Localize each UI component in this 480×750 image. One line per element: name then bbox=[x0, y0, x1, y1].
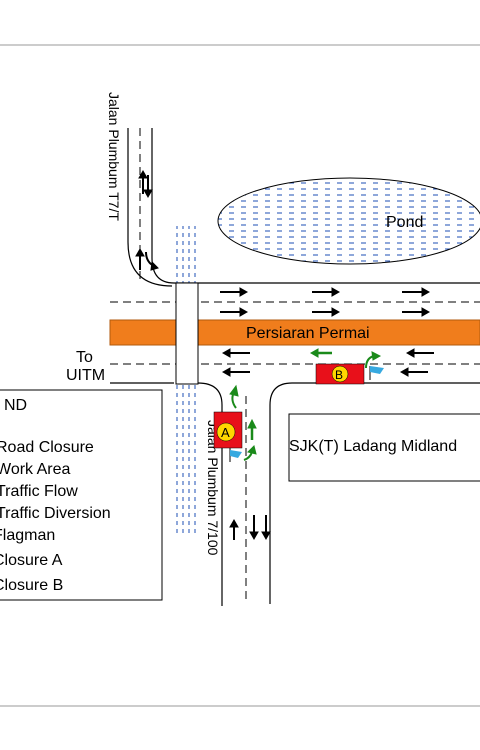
traffic-flow-arrows bbox=[135, 169, 434, 541]
main-road-label: Persiaran Permai bbox=[246, 325, 370, 342]
legend-item: Flagman bbox=[0, 527, 55, 544]
traffic-flow-arrow bbox=[249, 515, 259, 541]
pond-label: Pond bbox=[386, 214, 423, 231]
traffic-flow-arrow bbox=[261, 515, 271, 541]
closure-a-marker bbox=[216, 422, 236, 442]
persiaran-permai-band bbox=[109, 319, 480, 346]
traffic-flow-arrow bbox=[399, 367, 428, 377]
uitm-label: UITM bbox=[66, 367, 105, 384]
traffic-flow-arrow bbox=[402, 287, 431, 297]
main-road: Persiaran Permai bbox=[109, 282, 480, 385]
legend-item: Road Closure bbox=[0, 439, 94, 456]
traffic-flow-arrow bbox=[402, 307, 431, 317]
traffic-diversion-arrow bbox=[229, 384, 239, 409]
legend-box bbox=[0, 389, 163, 601]
legend-item: Traffic Flow bbox=[0, 483, 78, 500]
traffic-flow-arrow bbox=[405, 348, 434, 358]
legend-item: Work Area bbox=[0, 461, 71, 478]
traffic-flow-arrow bbox=[138, 169, 148, 194]
traffic-diversion-arrow bbox=[243, 445, 257, 461]
traffic-diversion-arrow bbox=[309, 348, 332, 358]
closure-b-marker bbox=[331, 365, 349, 383]
traffic-flow-arrow bbox=[312, 287, 341, 297]
traffic-diversion-arrow bbox=[247, 418, 257, 440]
traffic-flow-arrow bbox=[143, 175, 153, 199]
drain-bridge bbox=[175, 282, 199, 385]
south-branch-label: Jalan Plumbum 7/100 bbox=[205, 420, 221, 556]
to-uitm-label: To UITM bbox=[66, 349, 105, 384]
traffic-flow-arrow bbox=[220, 307, 249, 317]
closure-b-label: B bbox=[335, 368, 343, 382]
traffic-flow-arrow bbox=[220, 287, 249, 297]
legend-item: Traffic Diversion bbox=[0, 505, 111, 522]
traffic-flow-arrow bbox=[312, 307, 341, 317]
school: SJK(T) Ladang Midland bbox=[288, 413, 480, 482]
closure-a: A bbox=[213, 411, 243, 462]
legend-item: Closure B bbox=[0, 577, 63, 594]
south-branch-road: Jalan Plumbum 7/100 bbox=[197, 382, 480, 606]
pond: Pond bbox=[217, 177, 480, 265]
traffic-flow-arrow bbox=[229, 518, 239, 540]
traffic-flow-arrow bbox=[145, 251, 159, 271]
traffic-flow-arrow bbox=[221, 367, 250, 377]
legend: ND Road Closure Work Area Traffic Flow T… bbox=[0, 389, 163, 601]
closure-a-label: A bbox=[221, 425, 230, 440]
legend-title: ND bbox=[4, 397, 27, 414]
traffic-diversion-arrow bbox=[365, 351, 382, 369]
north-branch-label: Jalan Plumbum T7/T bbox=[106, 92, 122, 221]
traffic-flow-arrow bbox=[135, 247, 145, 270]
traffic-flow-arrow bbox=[221, 348, 250, 358]
to-label: To bbox=[76, 349, 93, 366]
traffic-diversion-arrows bbox=[229, 348, 382, 461]
closure-b: B bbox=[315, 363, 384, 385]
school-label: SJK(T) Ladang Midland bbox=[289, 438, 457, 455]
flagman-icon bbox=[369, 366, 384, 380]
flagman-icon bbox=[229, 448, 242, 462]
legend-item: Closure A bbox=[0, 552, 63, 569]
